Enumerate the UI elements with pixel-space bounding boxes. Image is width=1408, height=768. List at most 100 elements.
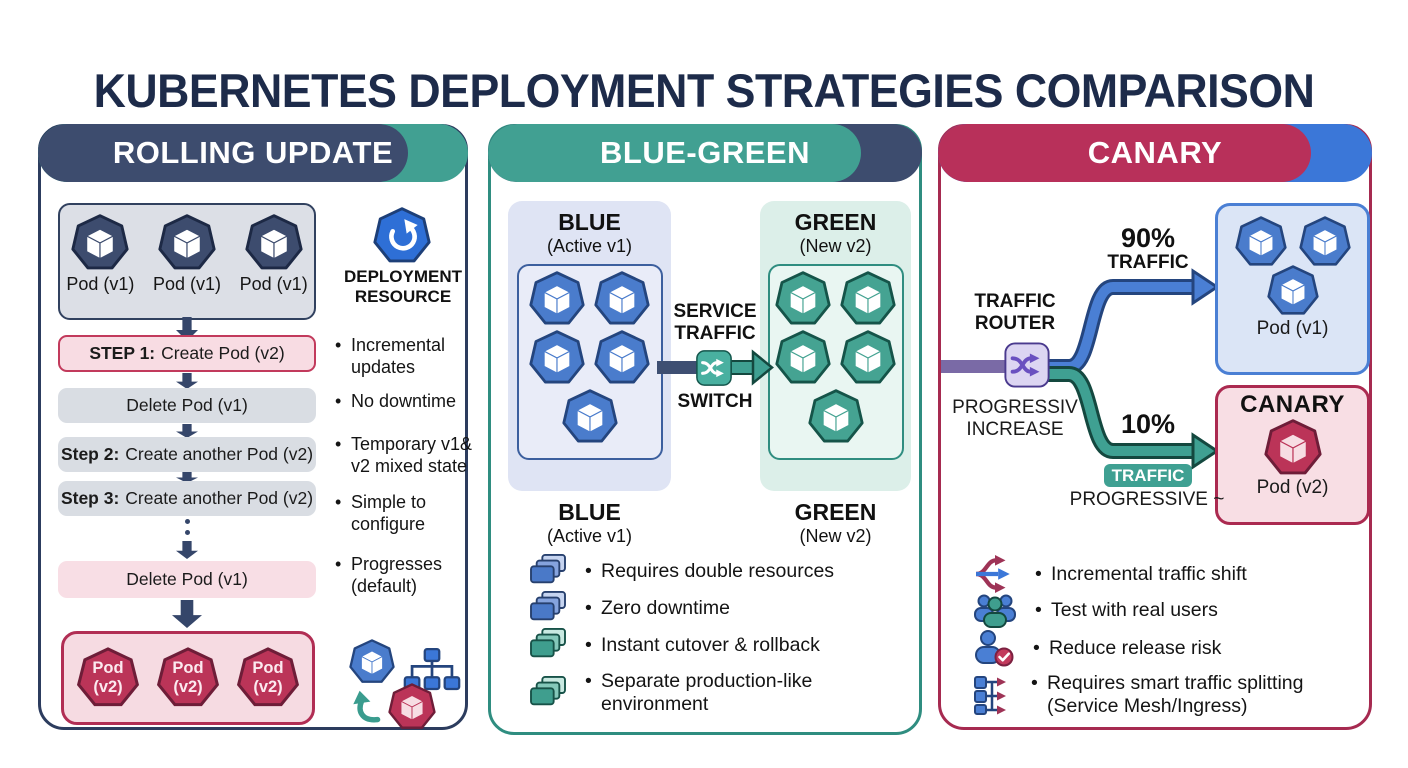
pod-icon: [529, 271, 585, 327]
pod-v1-cell: Pod (v1): [233, 214, 314, 318]
bluegreen-bullet: Zero downtime: [529, 591, 905, 625]
service-traffic-label: SERVICE TRAFFIC: [673, 301, 757, 344]
pod-v2-label-line1: Pod: [92, 659, 124, 677]
pod-icon: [245, 214, 303, 272]
rolling-bullet: Progresses (default): [333, 553, 475, 597]
users-icon: [973, 592, 1017, 628]
pod-icon: [775, 271, 831, 327]
step-delete-pod-v1: Delete Pod (v1): [58, 561, 316, 598]
step-create-another-pod-v2: Step 3: Create another Pod (v2): [58, 481, 316, 516]
pod-v2-label-line2: (v2): [93, 678, 123, 696]
green-title: GREEN: [794, 209, 877, 235]
panel-rolling-update: ROLLING UPDATE Pod (v1) Pod (v1): [38, 124, 472, 731]
green-environment-column: GREEN (New v2): [760, 201, 911, 491]
pod-icon: [388, 683, 436, 731]
canary-traffic-flow-graphic: [941, 268, 1220, 470]
pod-icon: [840, 330, 896, 386]
pod-icon: [561, 389, 618, 445]
down-arrow-icon: [172, 600, 202, 628]
green-subtitle: (New v2): [799, 236, 872, 256]
progressive-note: PROGRESSIVE ~: [1069, 489, 1225, 510]
rolling-bullet: Incremental updates: [333, 334, 475, 378]
rolling-bullet: No downtime: [333, 390, 475, 412]
traffic-router-label: TRAFFIC ROUTER: [974, 291, 1056, 334]
router-icon: [1003, 341, 1051, 389]
bluegreen-header-title: BLUE-GREEN: [600, 135, 810, 170]
bluegreen-header: BLUE-GREEN: [488, 124, 922, 182]
pod-icon: [775, 330, 831, 386]
blue-environment-column: BLUE (Active v1): [508, 201, 671, 491]
step-create-pod-v2: STEP 1: Create Pod (v2): [58, 335, 316, 372]
canary-pod-box: CANARY Pod (v2): [1215, 385, 1370, 525]
switch-label: SWITCH: [677, 391, 753, 412]
blue-title: BLUE: [558, 209, 621, 235]
panel-blue-green: BLUE-GREEN BLUE (Active v1): [488, 124, 922, 735]
canary-bullet: Requires smart traffic splitting (Servic…: [973, 666, 1365, 724]
rolling-header: ROLLING UPDATE: [38, 124, 468, 182]
layers-icon: [529, 591, 567, 625]
green-pods-box: [767, 264, 904, 460]
pod-label: Pod (v1): [66, 274, 135, 294]
step-text: Create Pod (v2): [161, 343, 285, 363]
pod-v2-label-line1: Pod: [172, 659, 204, 677]
stable-pods-box: Pod (v1): [1215, 203, 1370, 375]
canary-traffic-percent: 10%: [1120, 409, 1176, 439]
bluegreen-bullet: Requires double resources: [529, 554, 905, 588]
pod-v2-label-line2: (v2): [253, 678, 283, 696]
header-pill: [938, 124, 1312, 182]
deployment-resource-label: DEPLOYMENT RESOURCE: [341, 267, 465, 307]
down-arrow-icon: [176, 424, 198, 438]
stable-pod-label: Pod (v1): [1256, 318, 1329, 339]
pod-icon: [158, 214, 216, 272]
blue-pods-box: [516, 264, 663, 460]
step-text: Delete Pod (v1): [126, 569, 248, 589]
panel-canary: CANARY TRAFFIC ROUTER PROGRESSIV INCREAS…: [938, 124, 1372, 730]
canary-bullet: Incremental traffic shift: [973, 554, 1365, 594]
step-prefix: STEP 1:: [89, 343, 156, 363]
canary-pod-label: Pod (v2): [1256, 477, 1329, 498]
step-create-another-pod-v2: Step 2: Create another Pod (v2): [58, 437, 316, 472]
pod-icon: [1263, 419, 1322, 477]
pod-icon: [594, 330, 650, 386]
pod-icon: [1234, 216, 1287, 268]
rolling-pods-v1-group: Pod (v1) Pod (v1) Pod (v1): [58, 203, 316, 320]
down-arrow-icon: [176, 373, 198, 389]
blue-footer-label: BLUE (Active v1): [546, 499, 633, 546]
pod-v2-label-line1: Pod: [252, 659, 284, 677]
canary-bullet: Reduce release risk: [973, 629, 1365, 667]
pod-icon: [807, 389, 864, 445]
progressive-increase-label: PROGRESSIV INCREASE: [952, 397, 1078, 440]
pod-v2-hexagon: Pod (v2): [156, 647, 220, 707]
layers-icon: [529, 554, 567, 588]
rolling-header-title: ROLLING UPDATE: [112, 135, 394, 170]
down-arrow-icon: [176, 541, 198, 559]
pod-v2-hexagon: Pod (v2): [76, 647, 140, 707]
pod-icon: [594, 271, 650, 327]
pod-v1-cell: Pod (v1): [60, 214, 141, 318]
step-prefix: Step 2:: [60, 444, 120, 464]
pod-label: Pod (v1): [239, 274, 308, 294]
traffic-badge: TRAFFIC: [1104, 464, 1192, 487]
step-prefix: Step 3:: [60, 488, 120, 508]
switch-icon: [695, 349, 733, 387]
rolling-pods-v2-group: Pod (v2) Pod (v2) Pod (v2): [61, 631, 315, 725]
traffic-splitting-icon: [973, 675, 1013, 715]
step-text: Create another Pod (v2): [125, 444, 314, 464]
canary-header-title: CANARY: [1087, 135, 1223, 170]
deployment-label-line2: RESOURCE: [354, 287, 452, 306]
pod-v2-hexagon: Pod (v2): [236, 647, 300, 707]
rolling-bullet: Simple to configure: [333, 491, 475, 535]
canary-header: CANARY: [938, 124, 1372, 182]
step-delete-pod-v1: Delete Pod (v1): [58, 388, 316, 423]
pod-icon: [1266, 265, 1319, 317]
step-text: Delete Pod (v1): [126, 395, 248, 415]
layers-icon: [529, 628, 567, 662]
deployment-label-line1: DEPLOYMENT: [343, 267, 463, 286]
bluegreen-bullet: Separate production-like environment: [529, 665, 905, 721]
deployment-refresh-icon: [373, 207, 431, 265]
layers-icon: [529, 676, 567, 710]
pod-v1-cell: Pod (v1): [147, 214, 228, 318]
header-pill: [488, 124, 862, 182]
service-traffic-connector-graphic: [657, 349, 774, 386]
